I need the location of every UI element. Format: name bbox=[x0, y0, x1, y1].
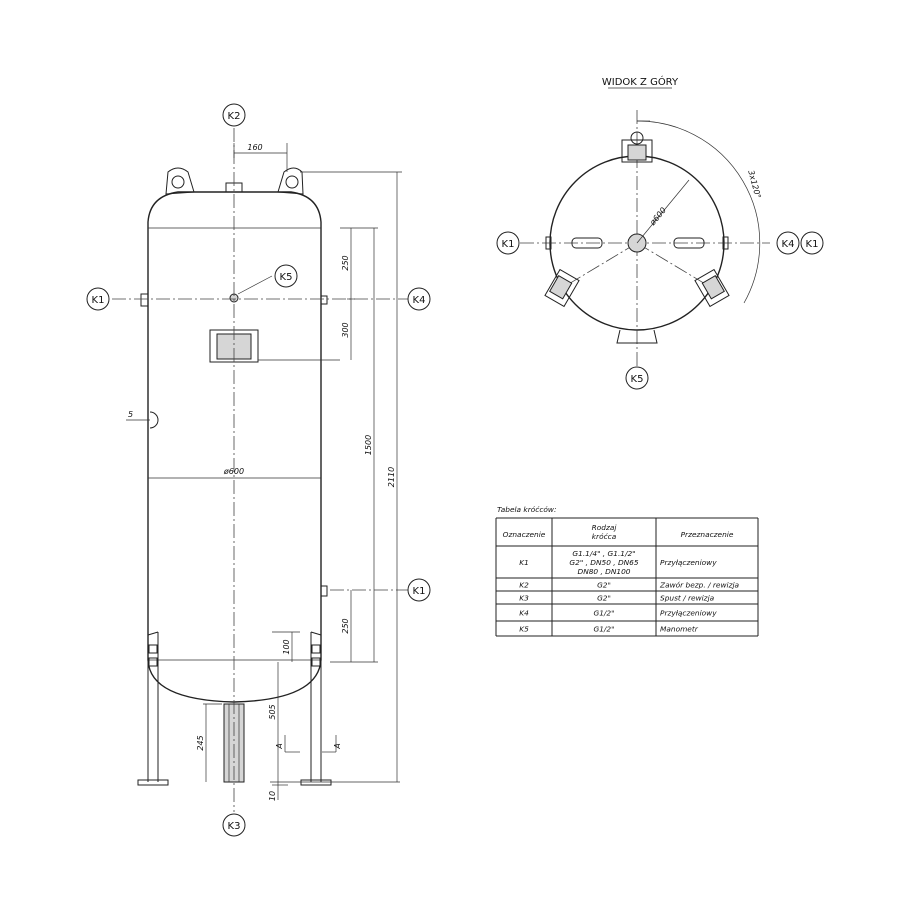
svg-text:K4: K4 bbox=[413, 295, 426, 306]
tank-side-view bbox=[112, 128, 408, 812]
detail-5-label: 5 bbox=[128, 410, 133, 419]
bubble-k5-side: K5 bbox=[274, 264, 298, 288]
svg-text:K1: K1 bbox=[413, 586, 426, 597]
top-view-title: WIDOK Z GÓRY bbox=[602, 75, 679, 88]
dim-2110: 2110 bbox=[387, 467, 396, 487]
table-cell-type: G2" bbox=[597, 581, 611, 590]
dim-505: 505 bbox=[268, 704, 277, 719]
section-a-right: A bbox=[333, 743, 342, 749]
dim-245: 245 bbox=[196, 735, 205, 750]
svg-text:K1: K1 bbox=[92, 295, 105, 306]
table-cell-type: G2" , DN50 , DN65 bbox=[569, 558, 638, 567]
bubble-k1-side-right: K1 bbox=[407, 578, 431, 602]
table-cell-purpose: Przyłączeniowy bbox=[660, 609, 717, 618]
bubble-k1-top-left: K1 bbox=[496, 231, 520, 255]
table-cell-id: K3 bbox=[519, 594, 529, 603]
dim-1500: 1500 bbox=[364, 435, 373, 455]
top-dim-phi600: ø600 bbox=[648, 206, 669, 228]
bubble-k5-top: K5 bbox=[625, 366, 649, 390]
table-cell-type: G1.1/4" , G1.1/2" bbox=[572, 549, 635, 558]
dim-100: 100 bbox=[282, 639, 291, 654]
table-cell-id: K1 bbox=[519, 558, 529, 567]
bubble-k1-side-left: K1 bbox=[86, 287, 110, 311]
table-cell-id: K5 bbox=[519, 625, 529, 634]
svg-text:K4: K4 bbox=[782, 239, 795, 250]
svg-text:K3: K3 bbox=[228, 821, 241, 832]
bubble-k2-side: K2 bbox=[222, 103, 246, 127]
table-cell-purpose: Przyłączeniowy bbox=[660, 558, 717, 567]
side-view-dimensions bbox=[203, 143, 402, 800]
svg-text:K5: K5 bbox=[631, 374, 644, 385]
table-cell-type: G1/2" bbox=[593, 625, 614, 634]
top-dim-angle: 3x120° bbox=[746, 169, 762, 199]
dim-250-bottom: 250 bbox=[341, 618, 350, 633]
table-cell-type: G2" bbox=[597, 594, 611, 603]
table-cell-type: G1/2" bbox=[593, 609, 614, 618]
table-cell-purpose: Zawór bezp. / rewizja bbox=[659, 581, 740, 590]
table-cell-purpose: Spust / rewizja bbox=[660, 594, 715, 603]
svg-text:K1: K1 bbox=[502, 239, 515, 250]
table-header-cell: Przeznaczenie bbox=[681, 530, 734, 539]
dim-250-top: 250 bbox=[341, 255, 350, 270]
table-header-cell: króćca bbox=[592, 532, 617, 541]
table-cell-type: DN80 , DN100 bbox=[578, 567, 631, 576]
svg-text:K1: K1 bbox=[806, 239, 819, 250]
table-header-cell: Rodzaj bbox=[592, 523, 618, 532]
table-cell-id: K4 bbox=[519, 609, 529, 618]
bubble-k4-side: K4 bbox=[407, 287, 431, 311]
svg-text:K5: K5 bbox=[280, 272, 293, 283]
table-cell-id: K2 bbox=[519, 581, 529, 590]
section-a-left: A bbox=[275, 743, 284, 749]
bubble-k3-side: K3 bbox=[222, 813, 246, 837]
dim-phi600: ø600 bbox=[223, 467, 244, 476]
tank-top-view bbox=[520, 110, 770, 366]
table-header-cell: Oznaczenie bbox=[503, 530, 546, 539]
bubble-k4-top: K4 bbox=[776, 231, 800, 255]
dim-160: 160 bbox=[247, 143, 262, 152]
dim-10: 10 bbox=[268, 791, 277, 801]
table-caption: Tabela króćców: bbox=[497, 505, 556, 514]
tank-legs bbox=[137, 631, 332, 786]
bubble-k1-top-right: K1 bbox=[800, 231, 824, 255]
table-cell-purpose: Manometr bbox=[660, 625, 699, 634]
dim-300: 300 bbox=[341, 322, 350, 337]
svg-text:K2: K2 bbox=[228, 111, 241, 122]
